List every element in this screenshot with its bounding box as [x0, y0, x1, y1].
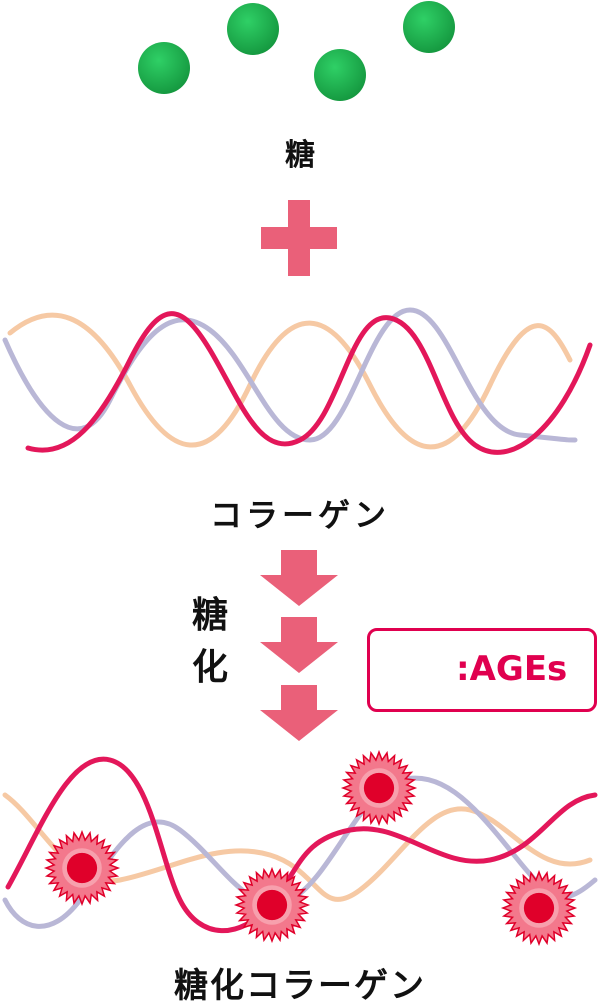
glycation-arrows — [260, 550, 338, 741]
ages-burst-icon — [43, 829, 121, 907]
ages-legend-text: :AGEs — [456, 649, 568, 689]
sugar-molecules — [138, 1, 455, 101]
plus-icon — [261, 200, 337, 276]
ages-markers — [43, 639, 578, 947]
sugar-label: 糖 — [285, 138, 315, 173]
ages-burst-core — [363, 772, 395, 804]
sugar-molecule — [227, 3, 279, 55]
sugar-molecule — [138, 42, 190, 94]
glycated-collagen-label: 糖化コラーゲン — [174, 966, 426, 1006]
down-arrow-icon — [260, 617, 338, 673]
ages-burst-core — [256, 889, 288, 921]
glycation-label: 糖 化 — [180, 590, 240, 694]
ages-burst-icon — [340, 749, 418, 827]
collagen-fiber-orange — [7, 312, 573, 450]
glycation-label-1: 糖 — [191, 595, 228, 636]
sugar-molecule — [403, 1, 455, 53]
collagen-label: コラーゲン — [209, 496, 390, 534]
ages-burst-icon — [500, 869, 578, 947]
ages-burst-icon — [233, 866, 311, 944]
collagen-fiber-main — [25, 311, 593, 455]
down-arrow-icon — [260, 685, 338, 741]
collagen-fibers — [2, 307, 593, 455]
ages-burst-core — [66, 852, 98, 884]
ages-legend: :AGEs — [367, 628, 597, 712]
ages-burst-core — [523, 892, 555, 924]
sugar-molecule — [314, 49, 366, 101]
down-arrow-icon — [260, 550, 338, 606]
glycation-label-2: 化 — [191, 647, 228, 688]
